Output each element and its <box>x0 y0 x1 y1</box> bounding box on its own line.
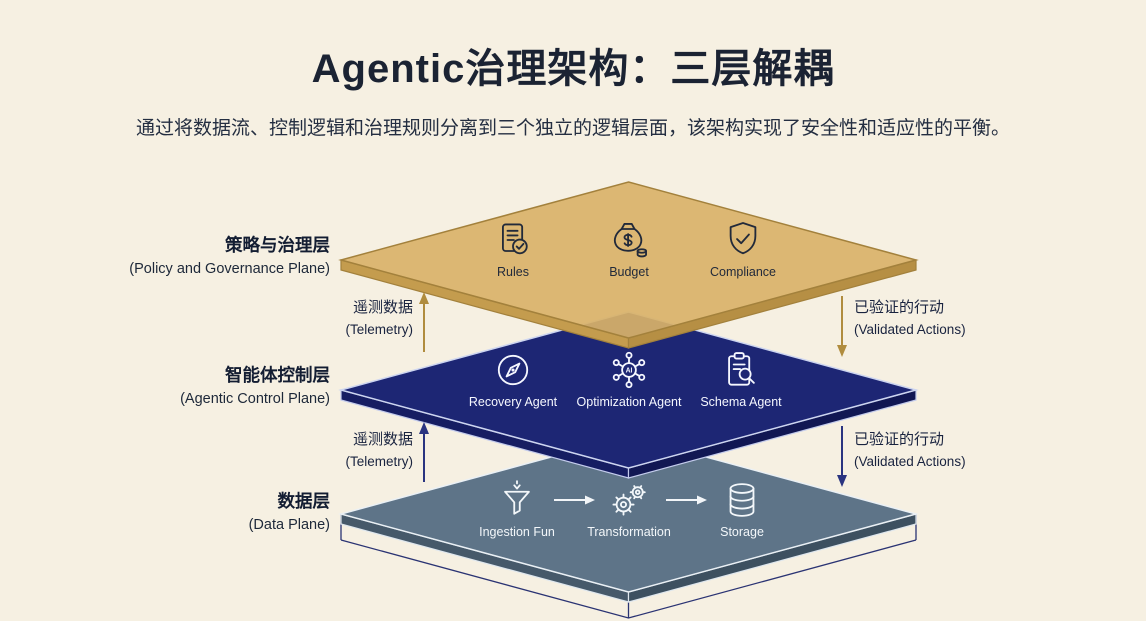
plane-item-storage: Storage <box>676 478 808 539</box>
validated-text-en: (Validated Actions) <box>854 453 966 469</box>
layer-name-en: (Policy and Governance Plane) <box>129 261 330 277</box>
data-plane-shape <box>338 435 919 603</box>
policy-plane-shape <box>338 181 919 349</box>
layer-label-policy: 策略与治理层 (Policy and Governance Plane) <box>40 232 330 277</box>
telemetry-arrow-top <box>419 292 429 352</box>
validated-actions-label-top: 已验证的行动 (Validated Actions) <box>854 297 1009 340</box>
validated-actions-arrow-top <box>837 296 847 357</box>
plane-item-recovery-agent: Recovery Agent <box>447 348 579 409</box>
plane-item-schema-agent: Schema Agent <box>675 348 807 409</box>
transformation-icon <box>612 485 646 516</box>
telemetry-text-zh: 遥测数据 <box>352 299 413 316</box>
validated-text-zh: 已验证的行动 <box>854 299 945 316</box>
layer-name-en: (Agentic Control Plane) <box>180 391 330 407</box>
plane-item-ingestion: Ingestion Fun <box>451 478 583 539</box>
layer-label-data: 数据层 (Data Plane) <box>40 488 330 533</box>
item-label: Compliance <box>709 265 776 279</box>
plane-item-compliance: Compliance <box>677 218 809 279</box>
budget-icon <box>613 223 647 258</box>
telemetry-text-en: (Telemetry) <box>345 453 413 469</box>
item-label: Schema Agent <box>700 395 782 409</box>
page-title: Agentic治理架构：三层解耦 <box>311 47 835 91</box>
telemetry-label-top: 遥测数据 (Telemetry) <box>258 297 413 340</box>
optimization-agent-icon: AI <box>612 351 646 389</box>
control-plane-shape <box>338 311 919 479</box>
layer-label-control: 智能体控制层 (Agentic Control Plane) <box>40 362 330 407</box>
item-label: Ingestion Fun <box>479 525 555 539</box>
recovery-agent-icon <box>497 354 529 386</box>
item-label: Optimization Agent <box>576 395 682 409</box>
rules-icon <box>501 223 528 255</box>
telemetry-text-zh: 遥测数据 <box>352 431 413 448</box>
item-label: Budget <box>609 265 649 279</box>
telemetry-text-en: (Telemetry) <box>345 321 413 337</box>
plane-item-budget: Budget <box>563 218 695 279</box>
validated-text-zh: 已验证的行动 <box>854 431 945 448</box>
plane-item-rules: Rules <box>447 218 579 279</box>
layer-name-zh: 策略与治理层 <box>225 235 330 255</box>
schema-agent-icon <box>728 352 755 386</box>
item-label: Transformation <box>587 525 671 539</box>
ai-label: AI <box>626 367 633 374</box>
page-subtitle: 通过将数据流、控制逻辑和治理规则分离到三个独立的逻辑层面，该架构实现了安全性和适… <box>135 118 1010 139</box>
telemetry-arrow-bottom <box>419 422 429 482</box>
validated-text-en: (Validated Actions) <box>854 321 966 337</box>
ingestion-funnel-icon <box>504 480 530 515</box>
data-flow-arrow-icons <box>554 495 707 505</box>
layer-name-en: (Data Plane) <box>248 517 330 533</box>
item-label: Rules <box>497 265 529 279</box>
telemetry-label-bottom: 遥测数据 (Telemetry) <box>258 429 413 472</box>
item-label: Recovery Agent <box>468 395 558 409</box>
plane-item-transformation: Transformation <box>563 478 695 539</box>
validated-actions-arrow-bottom <box>837 426 847 487</box>
validated-actions-label-bottom: 已验证的行动 (Validated Actions) <box>854 429 1009 472</box>
layer-name-zh: 数据层 <box>277 491 331 511</box>
layer-name-zh: 智能体控制层 <box>225 365 330 385</box>
item-label: Storage <box>720 525 764 539</box>
compliance-icon <box>729 222 757 255</box>
plane-item-optimization-agent: AI Optimization Agent <box>563 348 695 409</box>
storage-icon <box>729 483 755 517</box>
